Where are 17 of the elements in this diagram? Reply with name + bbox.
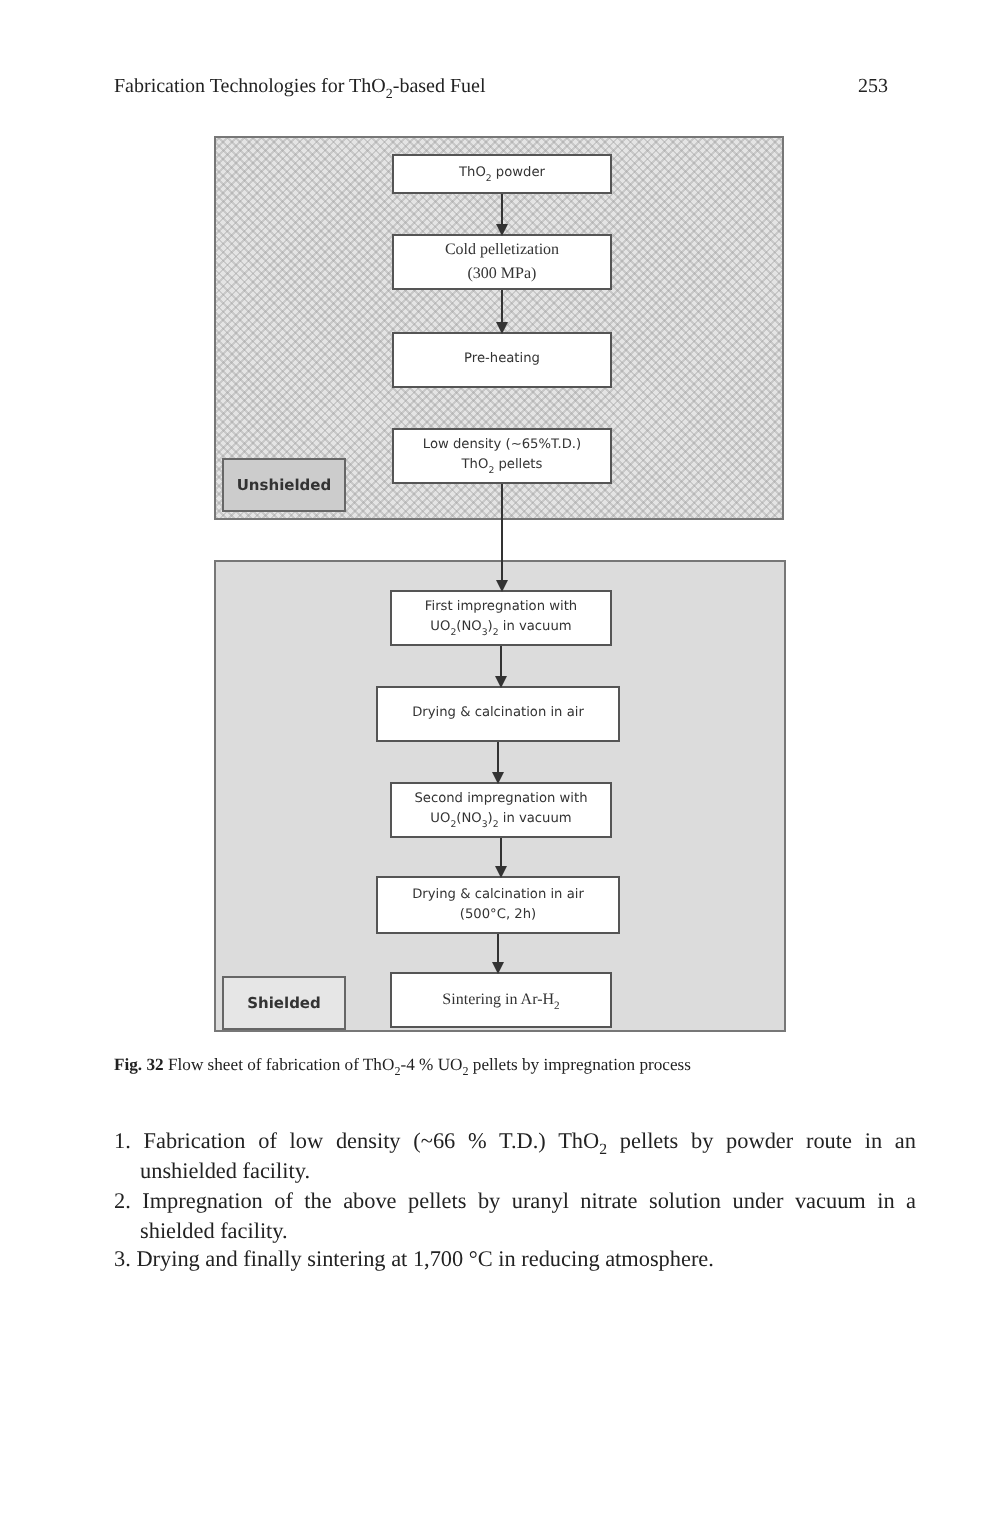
arrow (492, 741, 504, 784)
zone-panel (214, 560, 786, 1032)
process-box: Cold pelletization (300 MPa) (392, 234, 612, 290)
arrow (496, 289, 508, 334)
arrow (492, 933, 504, 974)
list-item: 1. Fabrication of low density (~66 % T.D.) ThO$_{2}$ pellets by powder route in an unshielded facility. (114, 1128, 916, 1186)
list-item: 3. Drying and finally sintering at 1,700 °C in reducing atmosphere. (114, 1246, 716, 1275)
arrow (496, 193, 508, 236)
figure-caption: Fig. 32 Flow sheet of fabrication of ThO$_{2}$-4 % UO$_{2}$ pellets by impregnation process (114, 1054, 693, 1074)
page-header: Fabrication Technologies for ThO$_{2}$-based Fuel (114, 76, 486, 98)
zone-panel (214, 136, 784, 520)
page-number: 253 (856, 76, 888, 98)
arrow (496, 483, 508, 592)
process-box: Sintering in Ar-H$_{2}$ (390, 972, 612, 1028)
arrow (495, 837, 507, 878)
list-item: 2. Impregnation of the above pellets by uranyl nitrate solution under vacuum in a shielded facility. (114, 1188, 916, 1246)
arrow (495, 645, 507, 688)
